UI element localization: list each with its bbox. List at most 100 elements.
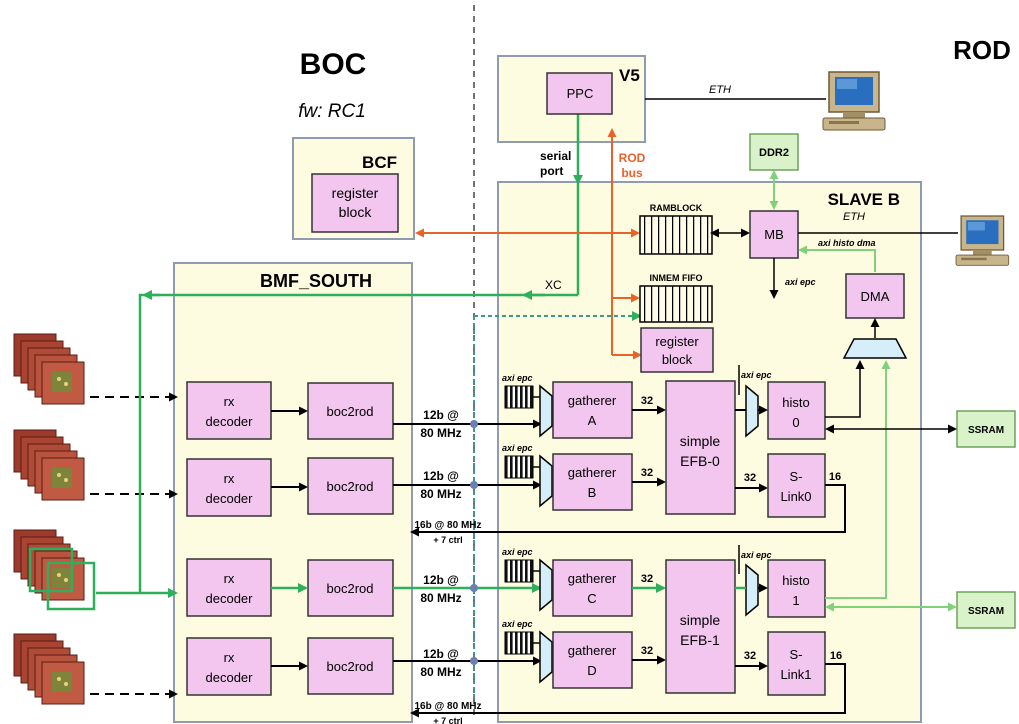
- port-label: port: [540, 164, 563, 178]
- gatherer-a-line1: gatherer: [568, 393, 617, 408]
- rate-label-4a: 12b @: [423, 647, 459, 661]
- boc2rod-4-label: boc2rod: [327, 659, 374, 674]
- bcf-title: BCF: [362, 153, 397, 172]
- gatherer-d-line2: D: [587, 663, 596, 678]
- gatherer-c-line1: gatherer: [568, 571, 617, 586]
- axi-histo-dma-label: axi histo dma: [818, 238, 876, 248]
- histo-0-line2: 0: [792, 415, 799, 430]
- slave-register-line2: block: [662, 352, 693, 367]
- rx-decoder-3-line2: decoder: [206, 591, 254, 606]
- bmf-south-title: BMF_SOUTH: [260, 271, 372, 291]
- ddr2-label: DDR2: [759, 147, 789, 159]
- dma-label: DMA: [861, 289, 890, 304]
- rate-label-4b: 80 MHz: [420, 665, 461, 679]
- eth-label-right: ETH: [843, 211, 865, 223]
- xc-label: XC: [545, 278, 562, 292]
- histo-0: [768, 382, 825, 439]
- rx-decoder-2-line1: rx: [224, 471, 235, 486]
- v5-title: V5: [619, 66, 640, 85]
- rod-heading: ROD: [953, 35, 1011, 65]
- efb-1-line2: EFB-1: [680, 632, 720, 648]
- rx-decoder-2-line2: decoder: [206, 491, 254, 506]
- rx-decoder-1-line2: decoder: [206, 414, 254, 429]
- slink-1-line2: Link1: [780, 667, 811, 682]
- input-buffer-1: [505, 386, 533, 408]
- gatherer-b-line1: gatherer: [568, 465, 617, 480]
- axi-epc-histo-0: axi epc: [741, 370, 772, 380]
- axi-epc-label-b: axi epc: [502, 443, 533, 453]
- mb-label: MB: [764, 227, 784, 242]
- gatherer-b: [553, 454, 632, 510]
- bcf-register-line1: register: [332, 185, 379, 201]
- rate-label-3a: 12b @: [423, 573, 459, 587]
- input-buffer-3: [505, 560, 533, 582]
- slink-0-line2: Link0: [780, 489, 811, 504]
- eth-computer-icon-right: [956, 216, 1009, 265]
- boc2rod-3-label: boc2rod: [327, 581, 374, 596]
- axi-epc-histo-1: axi epc: [741, 550, 772, 560]
- rx-decoder-1: [187, 382, 271, 439]
- boc2rod-1-label: boc2rod: [327, 404, 374, 419]
- bcf-register-block: [312, 174, 398, 232]
- mb-axi-epc-label: axi epc: [785, 277, 816, 287]
- gatherer-a-line2: A: [588, 413, 597, 428]
- inmem-fifo-label: INMEM FIFO: [650, 273, 703, 283]
- rate-label-1a: 12b @: [423, 408, 459, 422]
- eth-label-top: ETH: [709, 84, 731, 96]
- slink-1: [768, 632, 825, 695]
- slave-b-title: SLAVE B: [828, 190, 900, 209]
- detector-module-stack-icon-2: [14, 430, 84, 500]
- histo-1-line1: histo: [782, 573, 809, 588]
- gatherer-d: [553, 632, 632, 688]
- serial-label: serial: [540, 149, 571, 163]
- efb-0-line2: EFB-0: [680, 453, 720, 469]
- gatherer-c: [553, 560, 632, 616]
- ssram-0-label: SSRAM: [968, 425, 1004, 436]
- dma-mux: [844, 339, 906, 358]
- efb-1-line1: simple: [680, 612, 721, 628]
- bus-tap-2: [470, 481, 478, 489]
- axi-epc-label-a: axi epc: [502, 373, 533, 383]
- rx-decoder-4-line2: decoder: [206, 670, 254, 685]
- rx-decoder-1-line1: rx: [224, 394, 235, 409]
- slink-0: [768, 454, 825, 517]
- bus-tap-3: [470, 584, 478, 592]
- rx-decoder-3: [187, 559, 271, 616]
- slink1-rate-line1: 16b @ 80 MHz: [415, 701, 482, 712]
- ramblock-fifo: [640, 216, 712, 254]
- rate-label-2b: 80 MHz: [420, 487, 461, 501]
- firmware-label: fw: RC1: [298, 101, 366, 122]
- axi-epc-label-c: axi epc: [502, 547, 533, 557]
- detector-module-stack-icon-4: [14, 634, 84, 704]
- rx-decoder-2: [187, 459, 271, 516]
- bus-tap-1: [470, 420, 478, 428]
- bus32-b: 32: [641, 467, 653, 479]
- axi-epc-label-d: axi epc: [502, 619, 533, 629]
- bcf-register-line2: block: [339, 204, 373, 220]
- efb-0-line1: simple: [680, 433, 721, 449]
- rod-bus-label-1: ROD: [619, 151, 646, 165]
- rod-bus-label-2: bus: [621, 166, 643, 180]
- eth-computer-icon-top: [823, 72, 885, 130]
- bus16-slink0: 16: [829, 471, 841, 483]
- slink0-rate-line2: + 7 ctrl: [433, 535, 462, 545]
- slave-register-line1: register: [655, 334, 699, 349]
- bus32-a: 32: [641, 395, 653, 407]
- rx-decoder-4: [187, 638, 271, 695]
- ppc-label: PPC: [567, 86, 594, 101]
- gatherer-d-line1: gatherer: [568, 643, 617, 658]
- bus32-c: 32: [641, 573, 653, 585]
- gatherer-b-line2: B: [588, 485, 597, 500]
- bus-tap-4: [470, 657, 478, 665]
- histo-0-line1: histo: [782, 395, 809, 410]
- ramblock-label: RAMBLOCK: [650, 203, 703, 213]
- inmem-fifo: [640, 286, 712, 322]
- rate-label-2a: 12b @: [423, 469, 459, 483]
- gatherer-a: [553, 382, 632, 438]
- input-buffer-4: [505, 632, 533, 654]
- slink0-rate-line1: 16b @ 80 MHz: [415, 520, 482, 531]
- slink-0-line1: S-: [790, 469, 803, 484]
- rate-label-1b: 80 MHz: [420, 426, 461, 440]
- rx-decoder-3-line1: rx: [224, 571, 235, 586]
